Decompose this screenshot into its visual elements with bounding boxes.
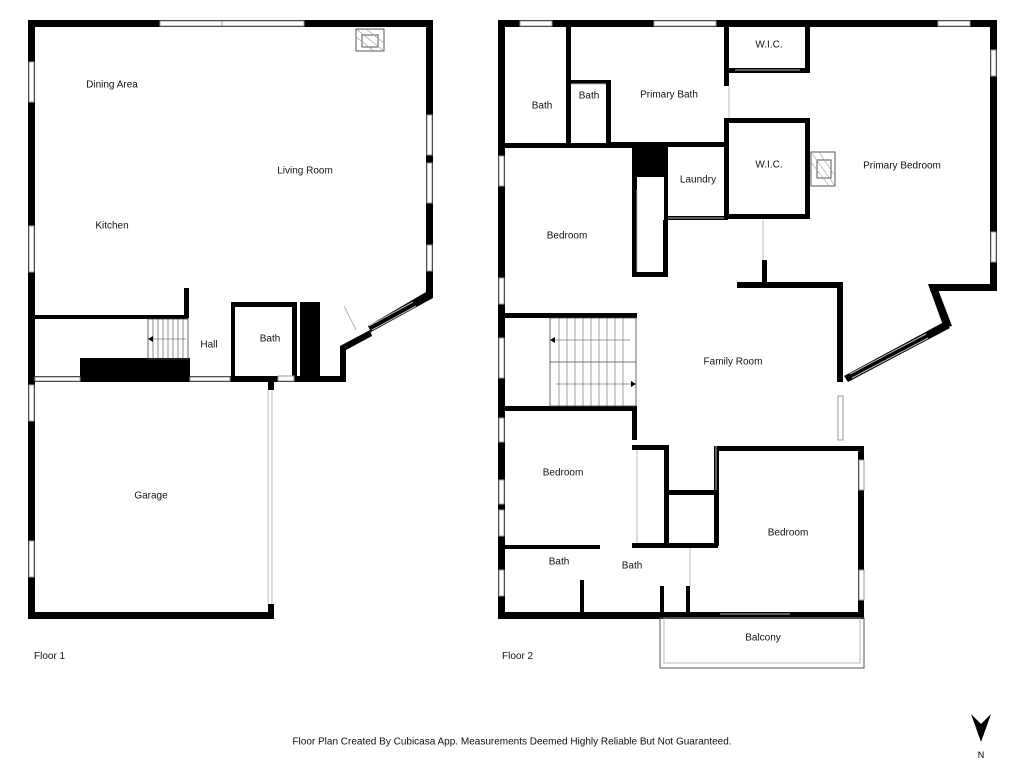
room-label-primary-bedroom: Primary Bedroom	[863, 160, 941, 172]
room-label-bath-lower-middle: Bath	[621, 560, 643, 572]
room-label-garage: Garage	[134, 490, 168, 502]
room-label-bath-small: Bath	[578, 90, 600, 102]
floor-1-walls	[28, 20, 433, 619]
room-label-dining-area: Dining Area	[86, 79, 138, 91]
room-label-bath-lower-left: Bath	[548, 556, 570, 568]
floor-2-windows	[498, 20, 997, 615]
room-label-primary-bath: Primary Bath	[640, 89, 698, 101]
floor-2-label: Floor 2	[502, 651, 534, 662]
room-label-wic-lower: W.I.C.	[755, 159, 783, 171]
north-label: N	[977, 750, 985, 760]
floor-2-walls	[498, 20, 997, 619]
footer-disclaimer: Floor Plan Created By Cubicasa App. Meas…	[292, 736, 732, 748]
room-label-living-room: Living Room	[277, 165, 333, 177]
room-label-bath: Bath	[259, 333, 281, 345]
floor-1-label: Floor 1	[34, 651, 66, 662]
room-label-bedroom-lower-left: Bedroom	[542, 467, 584, 479]
floor-1-fixtures	[147, 28, 385, 360]
room-label-laundry: Laundry	[679, 174, 717, 186]
room-label-family-room: Family Room	[703, 356, 763, 368]
room-label-bedroom-upper: Bedroom	[546, 230, 588, 242]
room-label-balcony: Balcony	[745, 632, 781, 644]
room-label-wic-upper: W.I.C.	[755, 39, 783, 51]
room-label-bedroom-lower-right: Bedroom	[767, 527, 809, 539]
room-label-hall: Hall	[200, 339, 218, 351]
room-label-bath-upper-left: Bath	[531, 100, 553, 112]
floor-1-windows	[28, 20, 433, 604]
floor-2-fixtures	[549, 151, 865, 669]
room-label-kitchen: Kitchen	[95, 220, 129, 232]
north-arrow-icon	[971, 714, 991, 742]
